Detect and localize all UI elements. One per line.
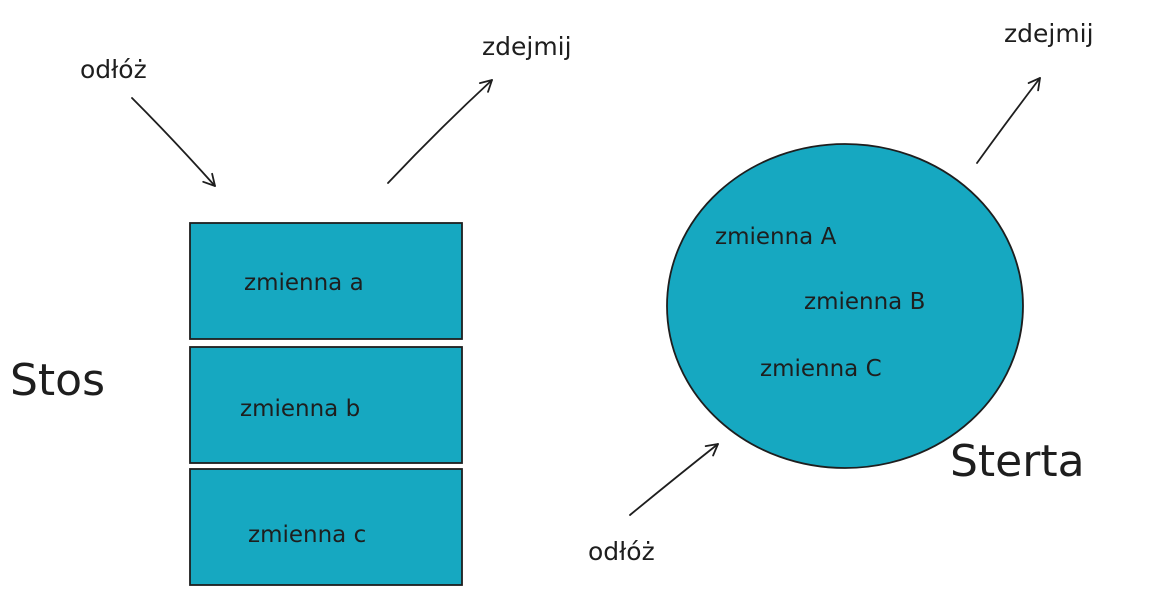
heap-push-label: odłóż bbox=[588, 537, 655, 566]
stack-push-label: odłóż bbox=[80, 55, 147, 84]
stack-item-label: zmienna b bbox=[240, 396, 360, 422]
stack-pop-arrow bbox=[387, 79, 493, 184]
stack-item-label: zmienna c bbox=[248, 522, 366, 548]
heap-push-arrow bbox=[629, 443, 719, 516]
stack-pop-label: zdejmij bbox=[482, 32, 572, 61]
heap-item-label: zmienna A bbox=[715, 224, 837, 250]
heap-pop-label: zdejmij bbox=[1004, 19, 1094, 48]
heap-item-label: zmienna C bbox=[760, 356, 882, 382]
stack-item-box bbox=[189, 468, 463, 586]
heap-section: zmienna A zmienna B zmienna C Sterta zde… bbox=[588, 19, 1094, 566]
heap-pop-arrow bbox=[976, 77, 1041, 164]
heap-title: Sterta bbox=[950, 436, 1085, 487]
stack-item-label: zmienna a bbox=[244, 270, 364, 296]
heap-circle bbox=[666, 143, 1024, 469]
stack-section: Stos odłóż zdejmij zmienna a zmienna b z… bbox=[10, 32, 572, 586]
stack-push-arrow bbox=[131, 97, 216, 187]
stack-title: Stos bbox=[10, 355, 105, 406]
stack-item-box bbox=[189, 222, 463, 340]
stack-item-box bbox=[189, 346, 463, 464]
heap-item-label: zmienna B bbox=[804, 289, 925, 315]
